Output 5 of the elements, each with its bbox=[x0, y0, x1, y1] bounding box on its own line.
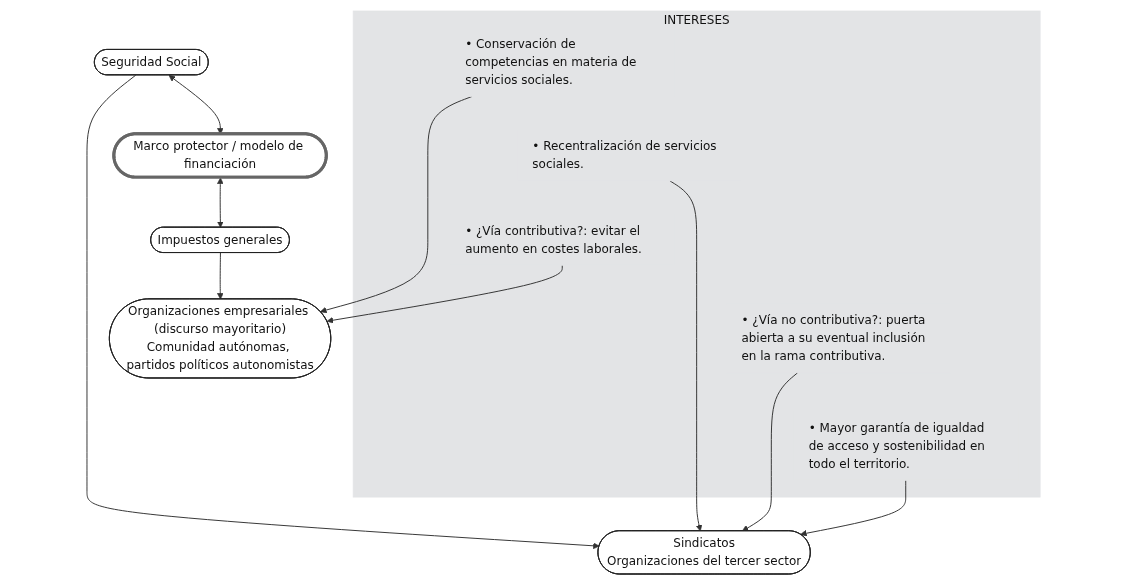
node-text: • ¿Vía contributiva?: evitar el aumento en costes laborales. bbox=[465, 223, 643, 256]
node-text: • Mayor garantía de igualdad de acceso y sostenibilidad en todo el territorio. bbox=[809, 420, 986, 471]
node-text: • Conservación de competencias en materia de servicios sociales. bbox=[465, 36, 637, 87]
node-text: • Recentralización de servicios sociales. bbox=[532, 139, 718, 172]
node-text: • ¿Vía no contributiva?: puerta abierta a su eventual inclusión en la rama contributiva. bbox=[741, 313, 926, 364]
